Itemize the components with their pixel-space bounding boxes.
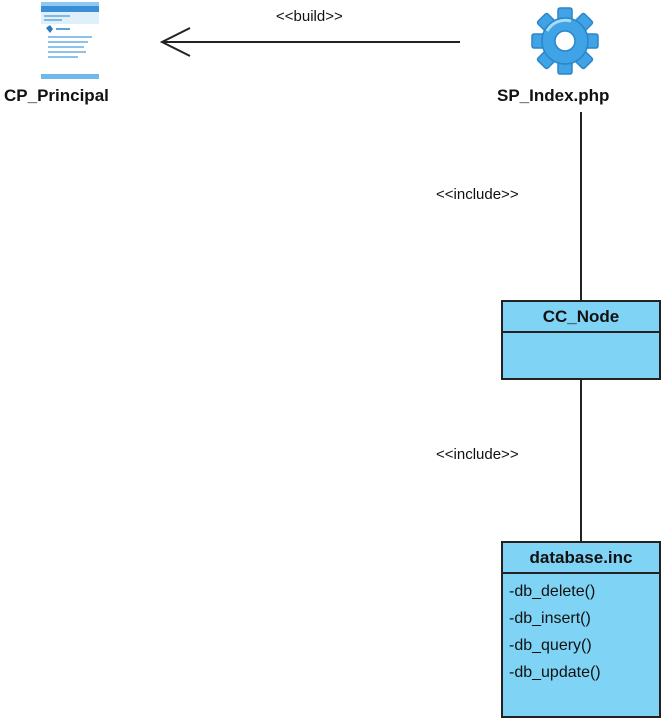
operation-db-insert: -db_insert() <box>509 610 591 627</box>
include-stereotype-label-1: <<include>> <box>436 186 519 203</box>
class-cc-node: CC_Node <box>501 300 661 380</box>
class-cc-node-name: CC_Node <box>503 302 659 333</box>
build-stereotype-label: <<build>> <box>276 8 343 25</box>
class-database-inc: database.inc -db_delete() -db_insert() -… <box>501 541 661 718</box>
page-name-label: CP_Principal <box>4 86 109 105</box>
build-arrow-head <box>159 27 191 57</box>
gear-icon <box>530 6 600 76</box>
class-database-inc-operations: -db_delete() -db_insert() -db_query() -d… <box>503 574 659 690</box>
web-page-icon <box>40 2 100 80</box>
operation-db-delete: -db_delete() <box>509 583 596 600</box>
operation-db-update: -db_update() <box>509 664 601 681</box>
class-database-inc-name: database.inc <box>503 543 659 574</box>
server-page-name-label: SP_Index.php <box>497 86 610 105</box>
include-stereotype-label-2: <<include>> <box>436 446 519 463</box>
operation-db-query: -db_query() <box>509 637 592 654</box>
